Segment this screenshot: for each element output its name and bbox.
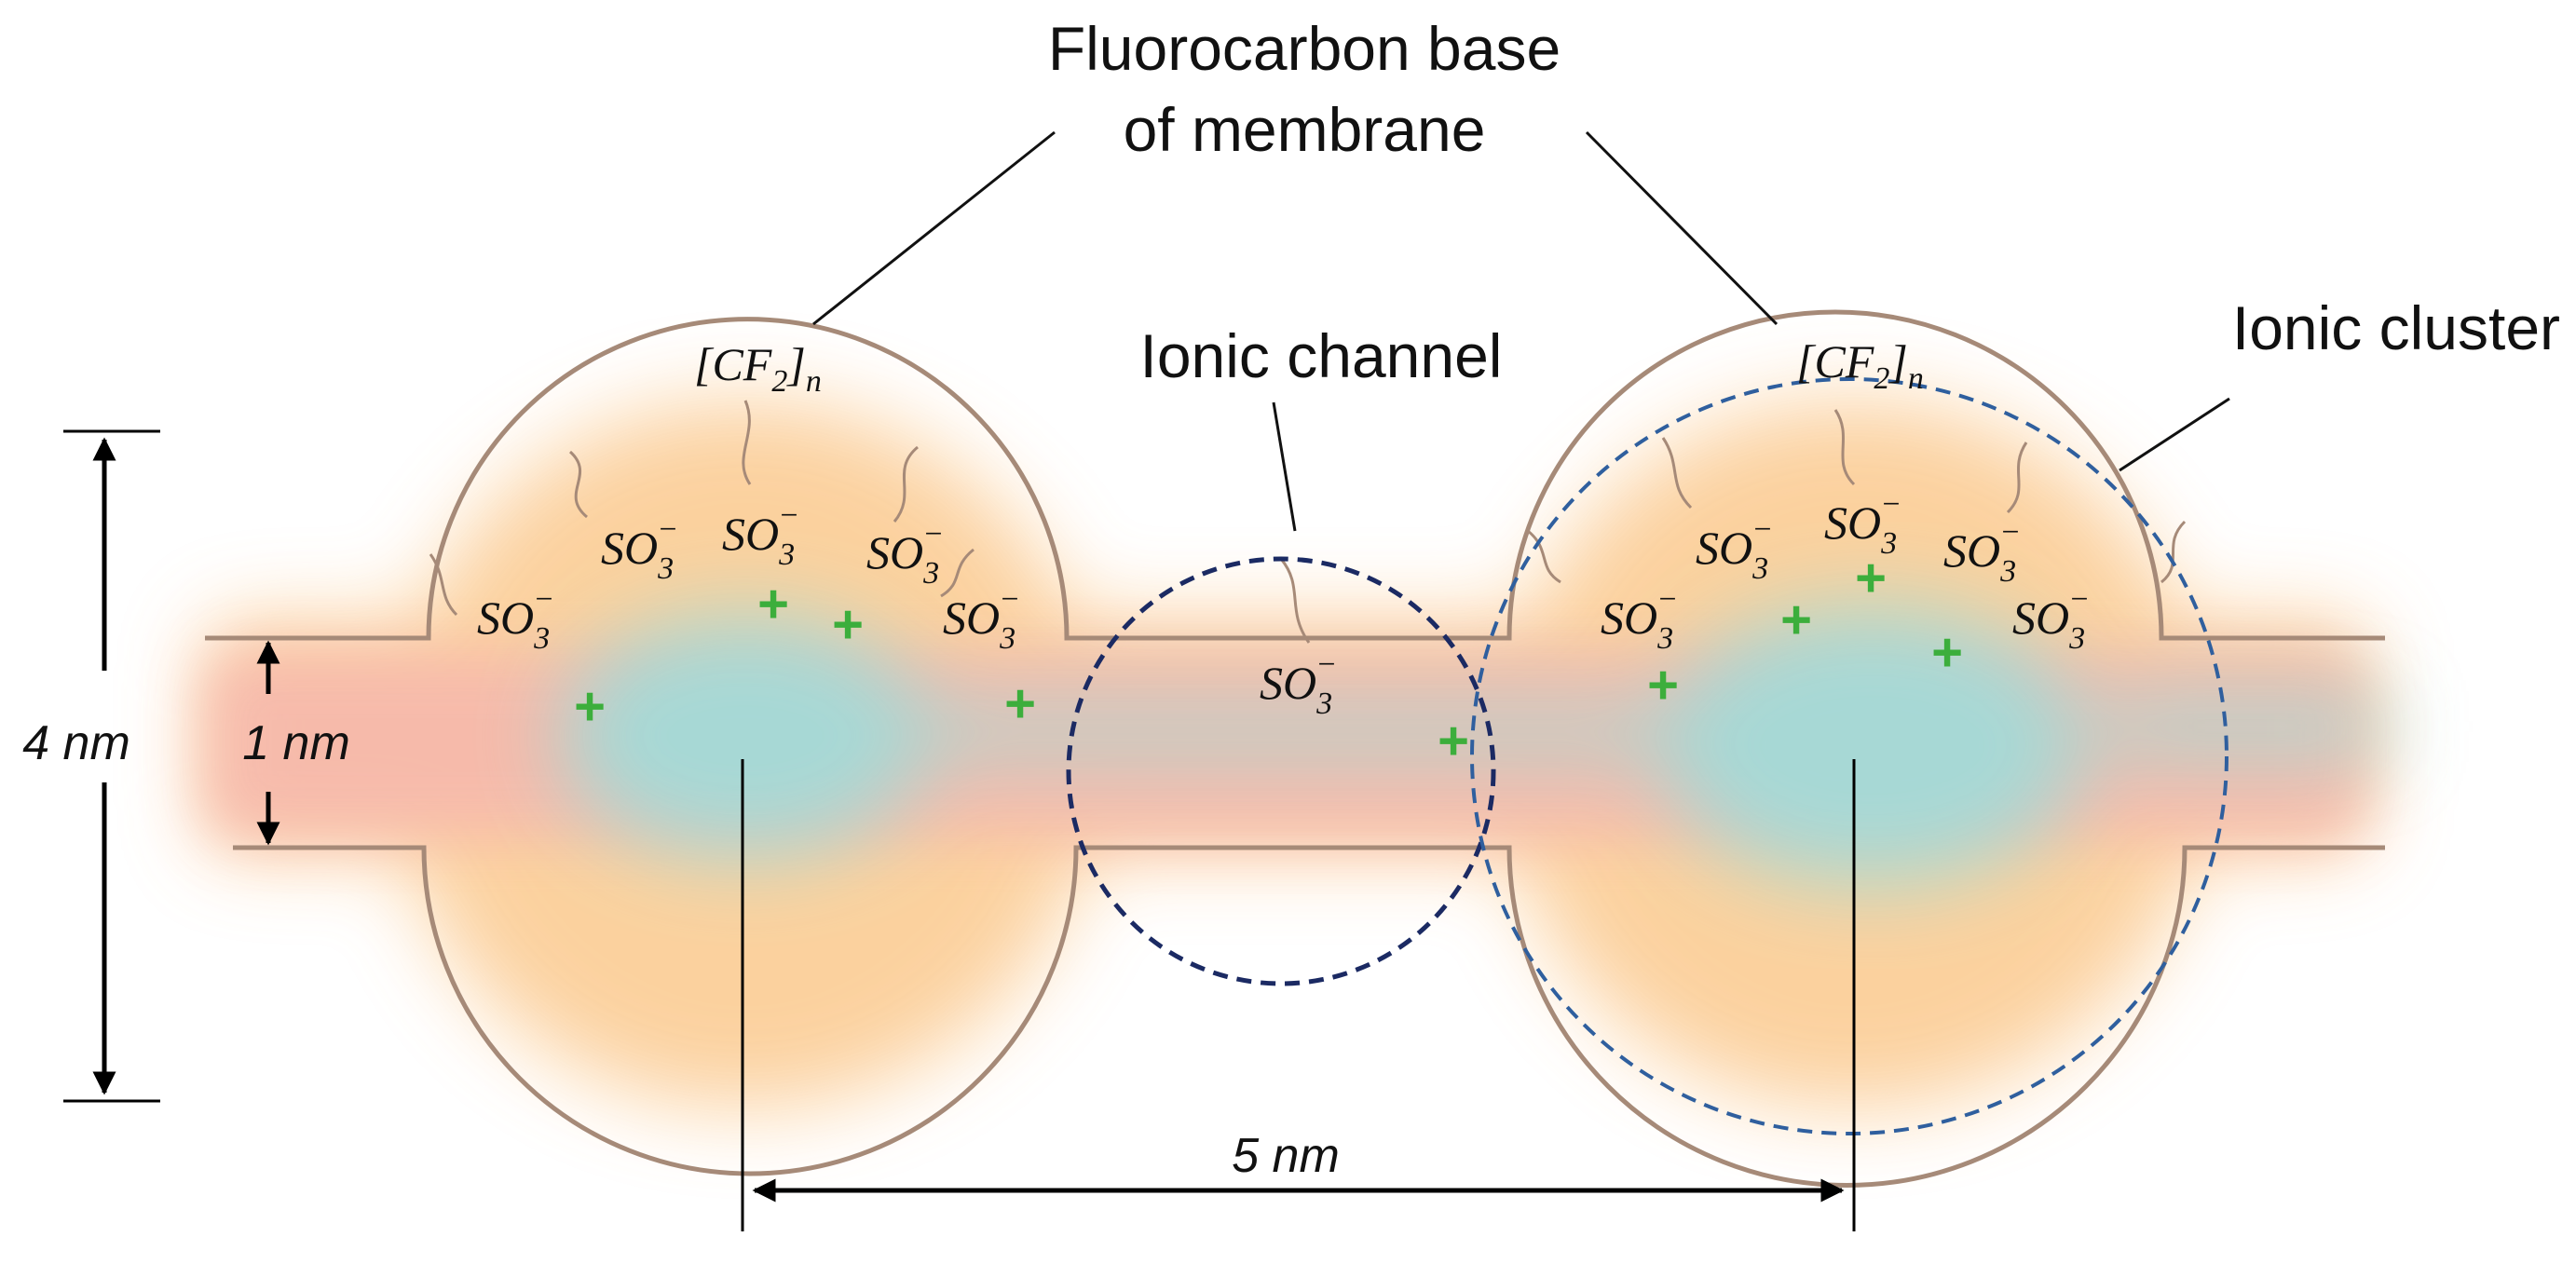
side-chain <box>1527 529 1561 584</box>
side-chain <box>1833 409 1856 486</box>
upper-wall-left <box>205 309 2385 641</box>
sulfonate-label: SO3− <box>943 582 1020 656</box>
sulfonate-label: SO3− <box>601 512 678 586</box>
labels: Fluorocarbon base of membrane Ionic chan… <box>694 14 2560 399</box>
dimension-4nm: 4 nm <box>22 429 160 1103</box>
cation-plus: + <box>1855 548 1887 608</box>
side-chain <box>2006 442 2028 514</box>
side-chain <box>568 450 588 519</box>
dim-label-1nm: 1 nm <box>242 716 350 770</box>
cation-plus: + <box>1004 673 1036 734</box>
sulfonate-label: SO3− <box>1943 515 2021 589</box>
leader-fluorocarbon-right <box>1585 130 1779 326</box>
leader-ionic-cluster <box>2119 397 2230 472</box>
side-chain <box>1661 437 1693 510</box>
side-chain <box>1279 558 1311 644</box>
cation-plus: + <box>1931 622 1963 683</box>
cation-plus: + <box>1438 711 1469 771</box>
leader-fluorocarbon-left <box>812 130 1056 326</box>
glow-layer <box>205 401 2385 1108</box>
ionic-channel-circle <box>1066 556 1496 986</box>
leader-ionic-channel <box>1272 401 1297 532</box>
side-chain <box>742 400 752 485</box>
dim-label-4nm: 4 nm <box>22 716 130 770</box>
cation-plus: + <box>574 676 606 737</box>
side-chains <box>429 400 2187 644</box>
sulfonate-label: SO3− <box>1601 582 1678 656</box>
fluorocarbon-label-line1: Fluorocarbon base <box>1048 14 1561 83</box>
membrane-outline <box>205 309 2385 1188</box>
dim-label-5nm: 5 nm <box>1232 1129 1340 1183</box>
sulfonate-groups: SO3− SO3− SO3− SO3− SO3− SO3− SO3− SO3− … <box>477 487 2090 721</box>
water-core <box>559 605 2385 885</box>
ionic-cluster-label: Ionic cluster <box>2232 293 2560 362</box>
sulfonate-label: SO3− <box>1260 647 1337 721</box>
cation-plus: + <box>757 574 789 634</box>
ionic-cluster-circle <box>1470 377 2228 1135</box>
sulfonate-label: SO3− <box>1824 487 1901 561</box>
leader-lines <box>812 130 2230 532</box>
sulfonate-label: SO3− <box>477 582 554 656</box>
ionic-channel-label: Ionic channel <box>1140 321 1503 390</box>
cf2-label-right: [CF2]n <box>1796 335 1924 396</box>
sulfonate-label: SO3− <box>866 517 944 591</box>
side-chain <box>940 548 975 598</box>
dimension-1nm: 1 nm <box>242 640 350 846</box>
dimension-5nm: 5 nm <box>741 759 1856 1231</box>
sulfonate-label: SO3− <box>2012 582 2090 656</box>
cation-plus: + <box>1780 590 1812 650</box>
cf2-label-left: [CF2]n <box>694 338 822 399</box>
sulfonate-label: SO3− <box>722 498 799 572</box>
lower-wall-left <box>233 845 2385 1188</box>
fluorocarbon-label-line2: of membrane <box>1124 95 1486 164</box>
cations: + + + + + + + + + <box>574 548 1963 771</box>
side-chain <box>2160 520 2187 584</box>
cation-plus: + <box>832 594 864 655</box>
sulfonate-label: SO3− <box>1696 512 1773 586</box>
cation-plus: + <box>1647 655 1679 715</box>
side-chain <box>893 445 919 523</box>
side-chain <box>429 553 458 617</box>
